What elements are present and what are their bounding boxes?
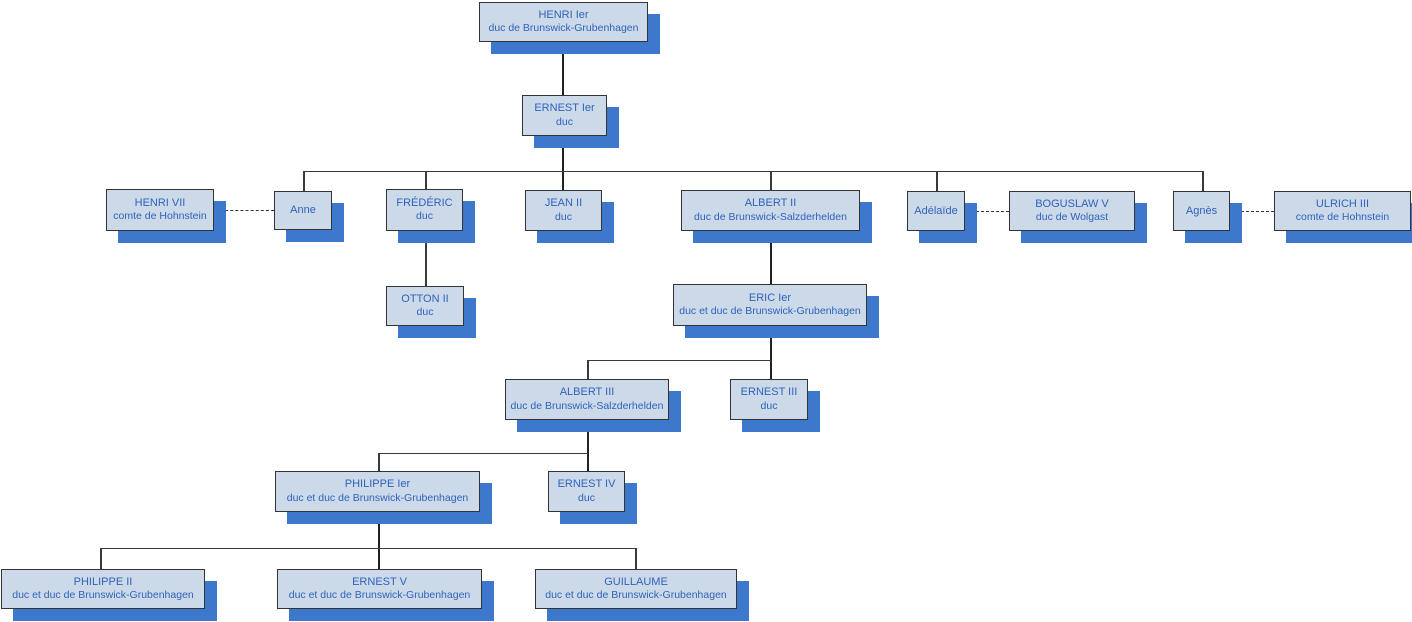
node-otton-ii: OTTON II duc xyxy=(386,286,464,326)
node-boguslaw-v: BOGUSLAW V duc de Wolgast xyxy=(1009,191,1135,231)
node-title: comte de Hohnstein xyxy=(113,210,207,223)
node-name: HENRI Ier xyxy=(538,8,589,21)
node-title: duc xyxy=(416,306,434,319)
connector-line xyxy=(378,453,380,471)
node-name: OTTON II xyxy=(401,292,449,305)
node-frederic: FRÉDÉRIC duc xyxy=(386,189,463,231)
connector-line xyxy=(587,420,589,471)
connector-line xyxy=(378,512,380,569)
node-anne: Anne xyxy=(274,191,332,230)
node-ulrich-iii: ULRICH III comte de Hohnstein xyxy=(1274,191,1411,231)
connector-line xyxy=(100,548,102,569)
connector-line xyxy=(587,360,589,379)
node-name: ERNEST Ier xyxy=(534,102,595,115)
node-title: duc et duc de Brunswick-Grubenhagen xyxy=(679,305,861,318)
node-ernest-iii: ERNEST III duc xyxy=(730,379,808,420)
node-henri-ier: HENRI Ier duc de Brunswick-Grubenhagen xyxy=(479,2,648,42)
marriage-dashed-line xyxy=(966,211,1009,212)
node-guillaume: GUILLAUME duc et duc de Brunswick-Gruben… xyxy=(535,569,737,609)
node-title: duc xyxy=(556,115,573,128)
node-name: HENRI VII xyxy=(134,196,186,209)
node-title: duc xyxy=(555,210,572,223)
connector-line xyxy=(770,231,772,284)
connector-line xyxy=(378,453,588,454)
node-name: ERNEST V xyxy=(352,575,407,588)
node-title: duc de Brunswick-Grubenhagen xyxy=(488,22,639,35)
connector-line xyxy=(303,171,1203,172)
node-name: Adélaïde xyxy=(914,204,958,217)
node-henri-vii: HENRI VII comte de Hohnstein xyxy=(106,189,214,231)
connector-line xyxy=(425,171,427,189)
node-title: duc xyxy=(760,399,778,412)
connector-line xyxy=(587,360,771,361)
node-albert-ii: ALBERT II duc de Brunswick-Salzderhelden xyxy=(681,190,860,231)
connector-line xyxy=(425,231,427,286)
node-title: duc xyxy=(578,491,595,504)
connector-line xyxy=(770,171,772,190)
node-name: Agnès xyxy=(1185,204,1218,217)
node-ernest-ier: ERNEST Ier duc xyxy=(522,95,607,136)
node-name: BOGUSLAW V xyxy=(1035,197,1109,210)
node-title: duc et duc de Brunswick-Grubenhagen xyxy=(286,491,469,504)
node-title: duc et duc de Brunswick-Grubenhagen xyxy=(288,589,471,602)
node-name: Anne xyxy=(290,204,316,217)
node-title: duc de Wolgast xyxy=(1035,211,1109,224)
node-name: FRÉDÉRIC xyxy=(396,196,453,209)
node-name: ALBERT III xyxy=(559,386,615,399)
node-eric-ier: ERIC Ier duc et duc de Brunswick-Grubenh… xyxy=(673,284,867,326)
node-name: ALBERT II xyxy=(744,197,797,210)
node-title: duc xyxy=(416,210,433,223)
node-title: duc de Brunswick-Salzderhelden xyxy=(510,399,664,412)
node-name: ULRICH III xyxy=(1315,197,1370,210)
connector-line xyxy=(936,171,938,191)
node-ernest-iv: ERNEST IV duc xyxy=(548,471,625,512)
node-title: comte de Hohnstein xyxy=(1295,211,1390,224)
node-name: ERNEST IV xyxy=(557,478,616,491)
connector-line xyxy=(100,548,636,549)
node-jean-ii: JEAN II duc xyxy=(525,190,602,231)
node-agnes: Agnès xyxy=(1173,191,1230,231)
node-name: JEAN II xyxy=(544,197,583,210)
node-title: duc et duc de Brunswick-Grubenhagen xyxy=(545,589,727,602)
connector-line xyxy=(562,136,564,190)
node-name: ERNEST III xyxy=(740,386,798,399)
marriage-dashed-line xyxy=(1231,211,1274,212)
connector-line xyxy=(635,548,637,569)
connector-line xyxy=(562,42,564,95)
node-title: duc de Brunswick-Salzderhelden xyxy=(694,210,847,223)
node-name: PHILIPPE Ier xyxy=(344,478,411,491)
node-ernest-v: ERNEST V duc et duc de Brunswick-Grubenh… xyxy=(277,569,482,609)
node-name: GUILLAUME xyxy=(604,575,668,588)
connector-line xyxy=(770,326,772,379)
node-philippe-ii: PHILIPPE II duc et duc de Brunswick-Grub… xyxy=(1,569,205,609)
node-title: duc et duc de Brunswick-Grubenhagen xyxy=(12,589,194,602)
node-albert-iii: ALBERT III duc de Brunswick-Salzderhelde… xyxy=(505,379,669,420)
node-name: PHILIPPE II xyxy=(73,575,133,588)
node-adelaide: Adélaïde xyxy=(907,191,965,231)
node-name: ERIC Ier xyxy=(748,291,792,304)
marriage-dashed-line xyxy=(215,210,274,211)
connector-line xyxy=(303,171,305,191)
connector-line xyxy=(1202,171,1204,191)
node-philippe-ier: PHILIPPE Ier duc et duc de Brunswick-Gru… xyxy=(275,471,480,512)
